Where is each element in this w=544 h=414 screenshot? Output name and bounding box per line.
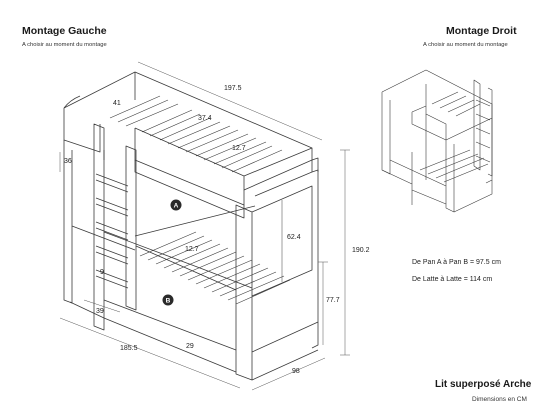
upper-slats — [109, 95, 283, 173]
mirror-bed-drawing — [381, 69, 493, 213]
dim-length-line — [137, 61, 323, 141]
ladder-rail — [125, 145, 137, 311]
dim-ladder-step-label: 9 — [100, 269, 104, 276]
marker-a-label: A — [174, 203, 179, 210]
note-latte: De Latte à Latte = 114 cm — [412, 276, 493, 283]
dim-drawer-height-label: 29 — [186, 343, 194, 350]
front-left-post — [93, 123, 105, 331]
dim-ladder-base-label: 39 — [96, 308, 104, 315]
left-subtitle: A choisir au moment du montage — [22, 42, 107, 48]
dim-lower-panel-label: 62.4 — [287, 234, 301, 241]
marker-b-label: B — [166, 298, 171, 305]
dim-width-line — [251, 357, 326, 391]
dim-end-depth-label: 36 — [64, 158, 72, 165]
product-name: Lit superposé Arche — [435, 379, 532, 390]
left-title: Montage Gauche — [22, 25, 107, 37]
dim-base-length-label: 185.5 — [120, 345, 138, 352]
dim-base-line — [59, 317, 241, 389]
product-units: Dimensions en CM — [472, 396, 527, 403]
dim-top-span-label: 37.4 — [198, 115, 212, 122]
right-end-panel — [251, 185, 313, 297]
right-title: Montage Droit — [446, 25, 517, 37]
dim-length-label: 197.5 — [224, 85, 242, 92]
marker-b: B — [162, 294, 174, 306]
note-pan: De Pan A à Pan B = 97.5 cm — [412, 259, 501, 266]
dim-side-height-label: 77.7 — [326, 297, 340, 304]
dim-top-slat-label: 12.7 — [232, 145, 246, 152]
dim-top-panel-label: 41 — [113, 100, 121, 107]
right-subtitle: A choisir au moment du montage — [423, 42, 508, 48]
dim-lower-slat-label: 12.7 — [185, 246, 199, 253]
lower-slats — [139, 231, 291, 305]
marker-a: A — [170, 199, 182, 211]
dim-width-label: 98 — [292, 368, 300, 375]
upper-frame-outline — [63, 71, 313, 191]
upper-guard-panel — [134, 128, 245, 206]
dim-total-height-label: 190.2 — [352, 247, 370, 254]
front-right-post — [235, 204, 253, 381]
ladder-rungs — [95, 173, 129, 289]
back-head-panel — [63, 108, 101, 153]
